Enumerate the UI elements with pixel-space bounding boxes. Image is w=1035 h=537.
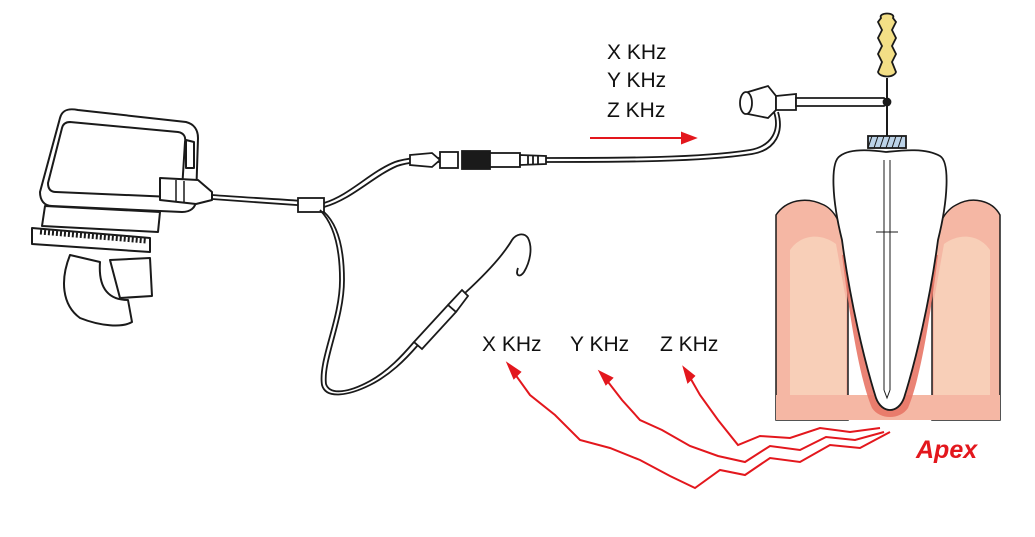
return-path-y xyxy=(604,377,885,464)
endo-file-icon xyxy=(867,12,907,149)
lip-hook-icon xyxy=(464,233,532,294)
return-path-x xyxy=(511,369,891,490)
receive-label-y: Y KHz xyxy=(570,333,630,356)
tooth-icon xyxy=(775,149,1001,421)
transmit-label-z: Z KHz xyxy=(607,99,666,122)
apex-locator-device-icon xyxy=(31,108,213,327)
transmit-label-y: Y KHz xyxy=(607,69,667,92)
apex-label: Apex xyxy=(916,436,978,464)
file-clip-icon xyxy=(739,84,892,119)
transmit-label-x: X KHz xyxy=(607,41,667,64)
cables xyxy=(211,111,781,396)
signal-arrows xyxy=(505,131,891,490)
receive-label-z: Z KHz xyxy=(660,333,719,356)
return-path-z xyxy=(687,373,881,447)
receive-label-x: X KHz xyxy=(482,333,542,356)
